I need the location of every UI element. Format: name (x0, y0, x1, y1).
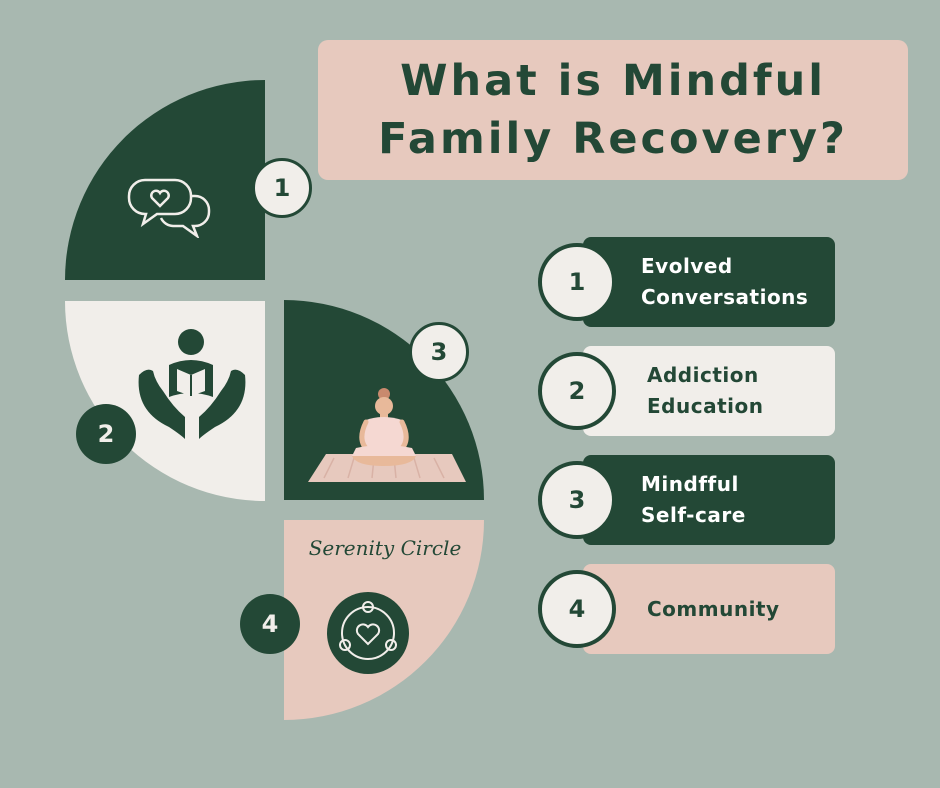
title-line-2: Family Recovery? (378, 114, 848, 164)
list-item-line-2: Self-care (641, 503, 746, 527)
list-item-addiction-education: Addiction Education (583, 346, 835, 436)
title-box: What is Mindful Family Recovery? (318, 40, 908, 180)
brand-logo (327, 592, 409, 674)
quadrant-conversations (65, 80, 265, 280)
list-item-community: Community (583, 564, 835, 654)
list-number-3: 3 (538, 461, 616, 539)
circle-community-heart-icon (339, 601, 397, 660)
list-item-line-1: Addiction (647, 363, 759, 387)
list-item-line-2: Education (647, 394, 764, 418)
quadrant-badge-1: 1 (252, 158, 312, 218)
list-item-line-2: Conversations (641, 285, 809, 309)
brand-name: Serenity Circle (308, 536, 462, 560)
list-number-2: 2 (538, 352, 616, 430)
quadrant-badge-2: 2 (76, 404, 136, 464)
quadrant-badge-3: 3 (409, 322, 469, 382)
quadrant-badge-4: 4 (240, 594, 300, 654)
title-line-1: What is Mindful (400, 56, 826, 106)
list-number-1: 1 (538, 243, 616, 321)
meditating-woman-illustration (308, 388, 466, 482)
chat-bubbles-heart-icon (127, 178, 211, 238)
list-item-evolved-conversations: Evolved Conversations (583, 237, 835, 327)
list-item-line-1: Community (647, 596, 780, 621)
list-item-line-1: Evolved (641, 254, 733, 278)
list-item-line-1: Mindfful (641, 472, 739, 496)
quadrant-education (65, 301, 265, 501)
list-item-mindful-self-care: Mindfful Self-care (583, 455, 835, 545)
hands-holding-person-icon (138, 329, 246, 439)
list-number-4: 4 (538, 570, 616, 648)
